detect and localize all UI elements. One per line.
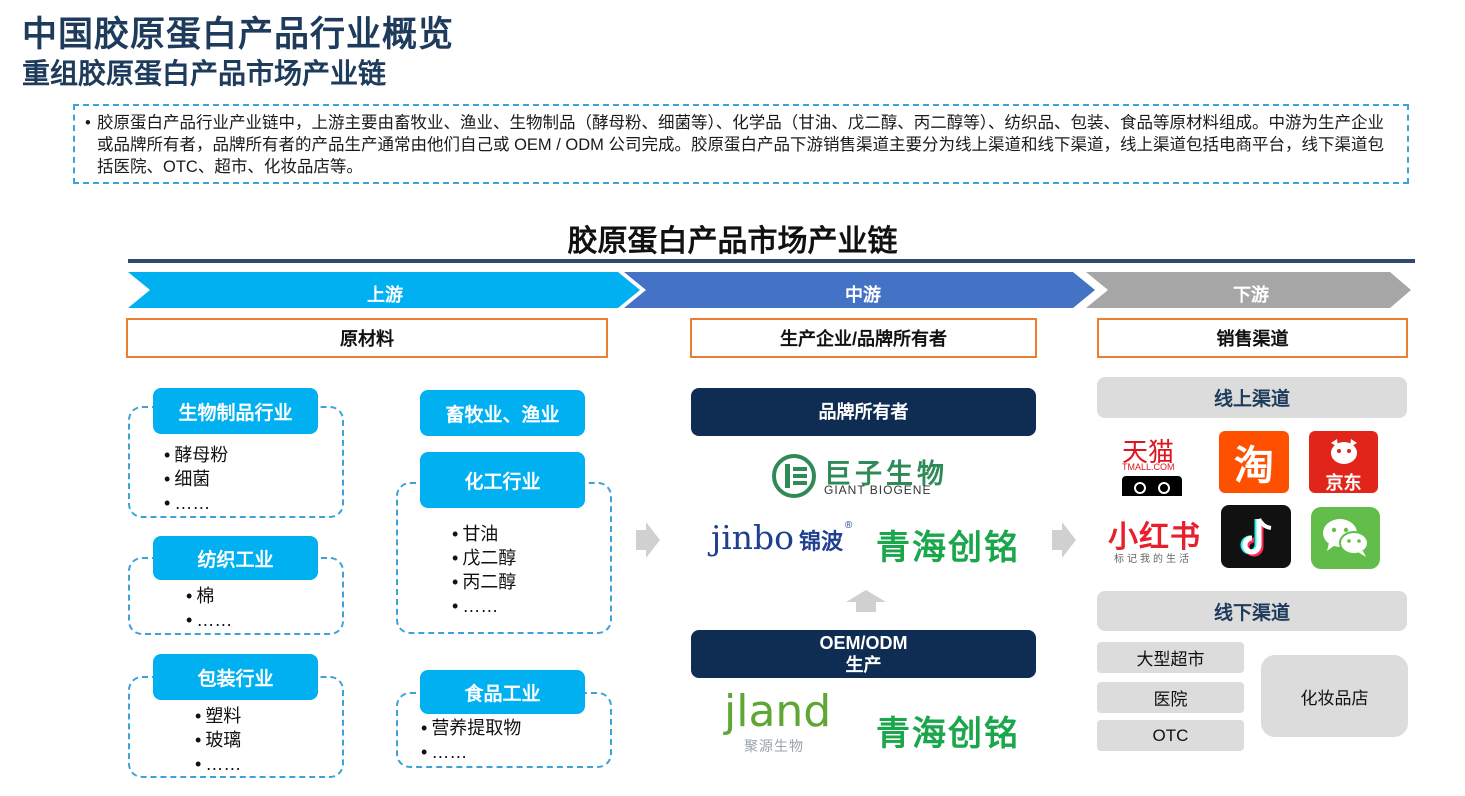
tiktok-app-icon <box>1221 505 1291 568</box>
xiaohongshu-logo: 小红书 标记我的生活 <box>1108 512 1206 565</box>
stage-label-midstream: 中游 <box>845 285 881 305</box>
giant-biogene-en: GIANT BIOGENE <box>824 483 932 497</box>
textile-items: 棉 …… <box>186 584 232 632</box>
list-item: 甘油 <box>452 522 516 546</box>
category-producers: 生产企业/品牌所有者 <box>690 318 1037 358</box>
jland-en: jland <box>724 686 832 737</box>
channel-cosmetics-store: 化妆品店 <box>1261 655 1408 737</box>
bio-items: 酵母粉 细菌 …… <box>164 443 228 515</box>
downstream-arrow <box>1086 272 1411 308</box>
category-sales-channels: 销售渠道 <box>1097 318 1408 358</box>
up-arrow-icon <box>846 590 886 612</box>
midstream-arrow <box>624 272 1095 308</box>
xiaohongshu-text: 小红书 <box>1108 521 1201 554</box>
qinghai-chuangming-logo: 青海创铭 <box>876 529 1020 567</box>
chemical-industry-label: 化工行业 <box>420 452 585 508</box>
jinbo-cn: 锦波 <box>799 529 844 554</box>
giant-biogene-logo: 巨子生物 GIANT BIOGENE <box>772 452 972 498</box>
channel-hospital: 医院 <box>1097 682 1244 713</box>
online-channels-header: 线上渠道 <box>1097 377 1407 418</box>
list-item: 丙二醇 <box>452 570 516 594</box>
list-item: …… <box>452 594 516 618</box>
giant-biogene-cn: 巨子生物 <box>824 459 948 489</box>
right-arrow-icon <box>1052 522 1076 558</box>
food-items: 营养提取物 …… <box>421 716 521 764</box>
page-subtitle: 重组胶原蛋白产品市场产业链 <box>22 58 387 89</box>
page-title: 中国胶原蛋白产品行业概览 <box>22 15 455 54</box>
list-item: 塑料 <box>195 704 241 728</box>
taobao-app-icon: 淘 <box>1219 431 1289 493</box>
list-item: 营养提取物 <box>421 716 521 740</box>
channel-otc: OTC <box>1097 720 1244 751</box>
taobao-glyph: 淘 <box>1234 444 1274 488</box>
brand-owner-header: 品牌所有者 <box>691 388 1036 436</box>
jinbo-registered: ® <box>845 520 853 531</box>
category-raw-materials: 原材料 <box>126 318 608 358</box>
list-item: 戊二醇 <box>452 546 516 570</box>
list-item: …… <box>421 740 521 764</box>
packaging-industry-label: 包装行业 <box>153 654 318 700</box>
stage-label-upstream: 上游 <box>367 285 403 305</box>
jinbo-logo: jinbo 锦波 ® <box>711 518 861 560</box>
wechat-app-icon <box>1311 507 1380 569</box>
jd-app-icon: 京东 <box>1309 431 1378 493</box>
giant-biogene-icon <box>772 454 816 498</box>
list-item: 细菌 <box>164 467 228 491</box>
chain-title-rule <box>128 259 1415 263</box>
list-item: 棉 <box>186 584 232 608</box>
tmall-cn: 天猫 <box>1122 437 1175 467</box>
jland-logo: jland 聚源生物 <box>724 686 834 754</box>
tmall-en: TMALL.COM <box>1122 462 1175 472</box>
summary-bullet: • <box>85 114 91 132</box>
upstream-arrow <box>128 272 640 308</box>
packaging-items: 塑料 玻璃 …… <box>195 704 241 776</box>
oem-odm-header: OEM/ODM 生产 <box>691 630 1036 678</box>
food-industry-label: 食品工业 <box>420 670 585 714</box>
oem-odm-label: OEM/ODM <box>819 633 908 653</box>
tmall-cat-face-icon <box>1122 476 1182 496</box>
textile-industry-label: 纺织工业 <box>153 536 318 580</box>
summary-box: • 胶原蛋白产品行业产业链中，上游主要由畜牧业、渔业、生物制品（酵母粉、细菌等）… <box>73 104 1409 184</box>
qinghai-chuangming-logo: 青海创铭 <box>876 715 1020 753</box>
summary-text: 胶原蛋白产品行业产业链中，上游主要由畜牧业、渔业、生物制品（酵母粉、细菌等）、化… <box>97 114 1384 176</box>
livestock-fishery-label: 畜牧业、渔业 <box>420 390 585 436</box>
jinbo-en: jinbo <box>711 518 795 557</box>
stage-label-downstream: 下游 <box>1233 285 1269 305</box>
tmall-logo: 天猫 TMALL.COM <box>1120 432 1188 496</box>
oem-production-label: 生产 <box>845 655 882 675</box>
tiktok-note-icon <box>1240 518 1272 557</box>
stage-arrows <box>128 272 1411 308</box>
wechat-bubbles-icon <box>1323 519 1369 557</box>
list-item: …… <box>164 491 228 515</box>
list-item: 玻璃 <box>195 728 241 752</box>
offline-channels-header: 线下渠道 <box>1097 591 1407 631</box>
bio-industry-label: 生物制品行业 <box>153 388 318 434</box>
chemical-items: 甘油 戊二醇 丙二醇 …… <box>452 522 516 618</box>
jd-dog-icon <box>1331 439 1357 464</box>
list-item: 酵母粉 <box>164 443 228 467</box>
list-item: …… <box>195 752 241 776</box>
list-item: …… <box>186 608 232 632</box>
jd-label: 京东 <box>1325 473 1362 493</box>
xiaohongshu-slogan: 标记我的生活 <box>1114 554 1192 565</box>
right-arrow-icon <box>636 522 660 558</box>
chain-title: 胶原蛋白产品市场产业链 <box>567 225 898 258</box>
channel-supermarket: 大型超市 <box>1097 642 1244 673</box>
jland-cn: 聚源生物 <box>744 738 804 754</box>
